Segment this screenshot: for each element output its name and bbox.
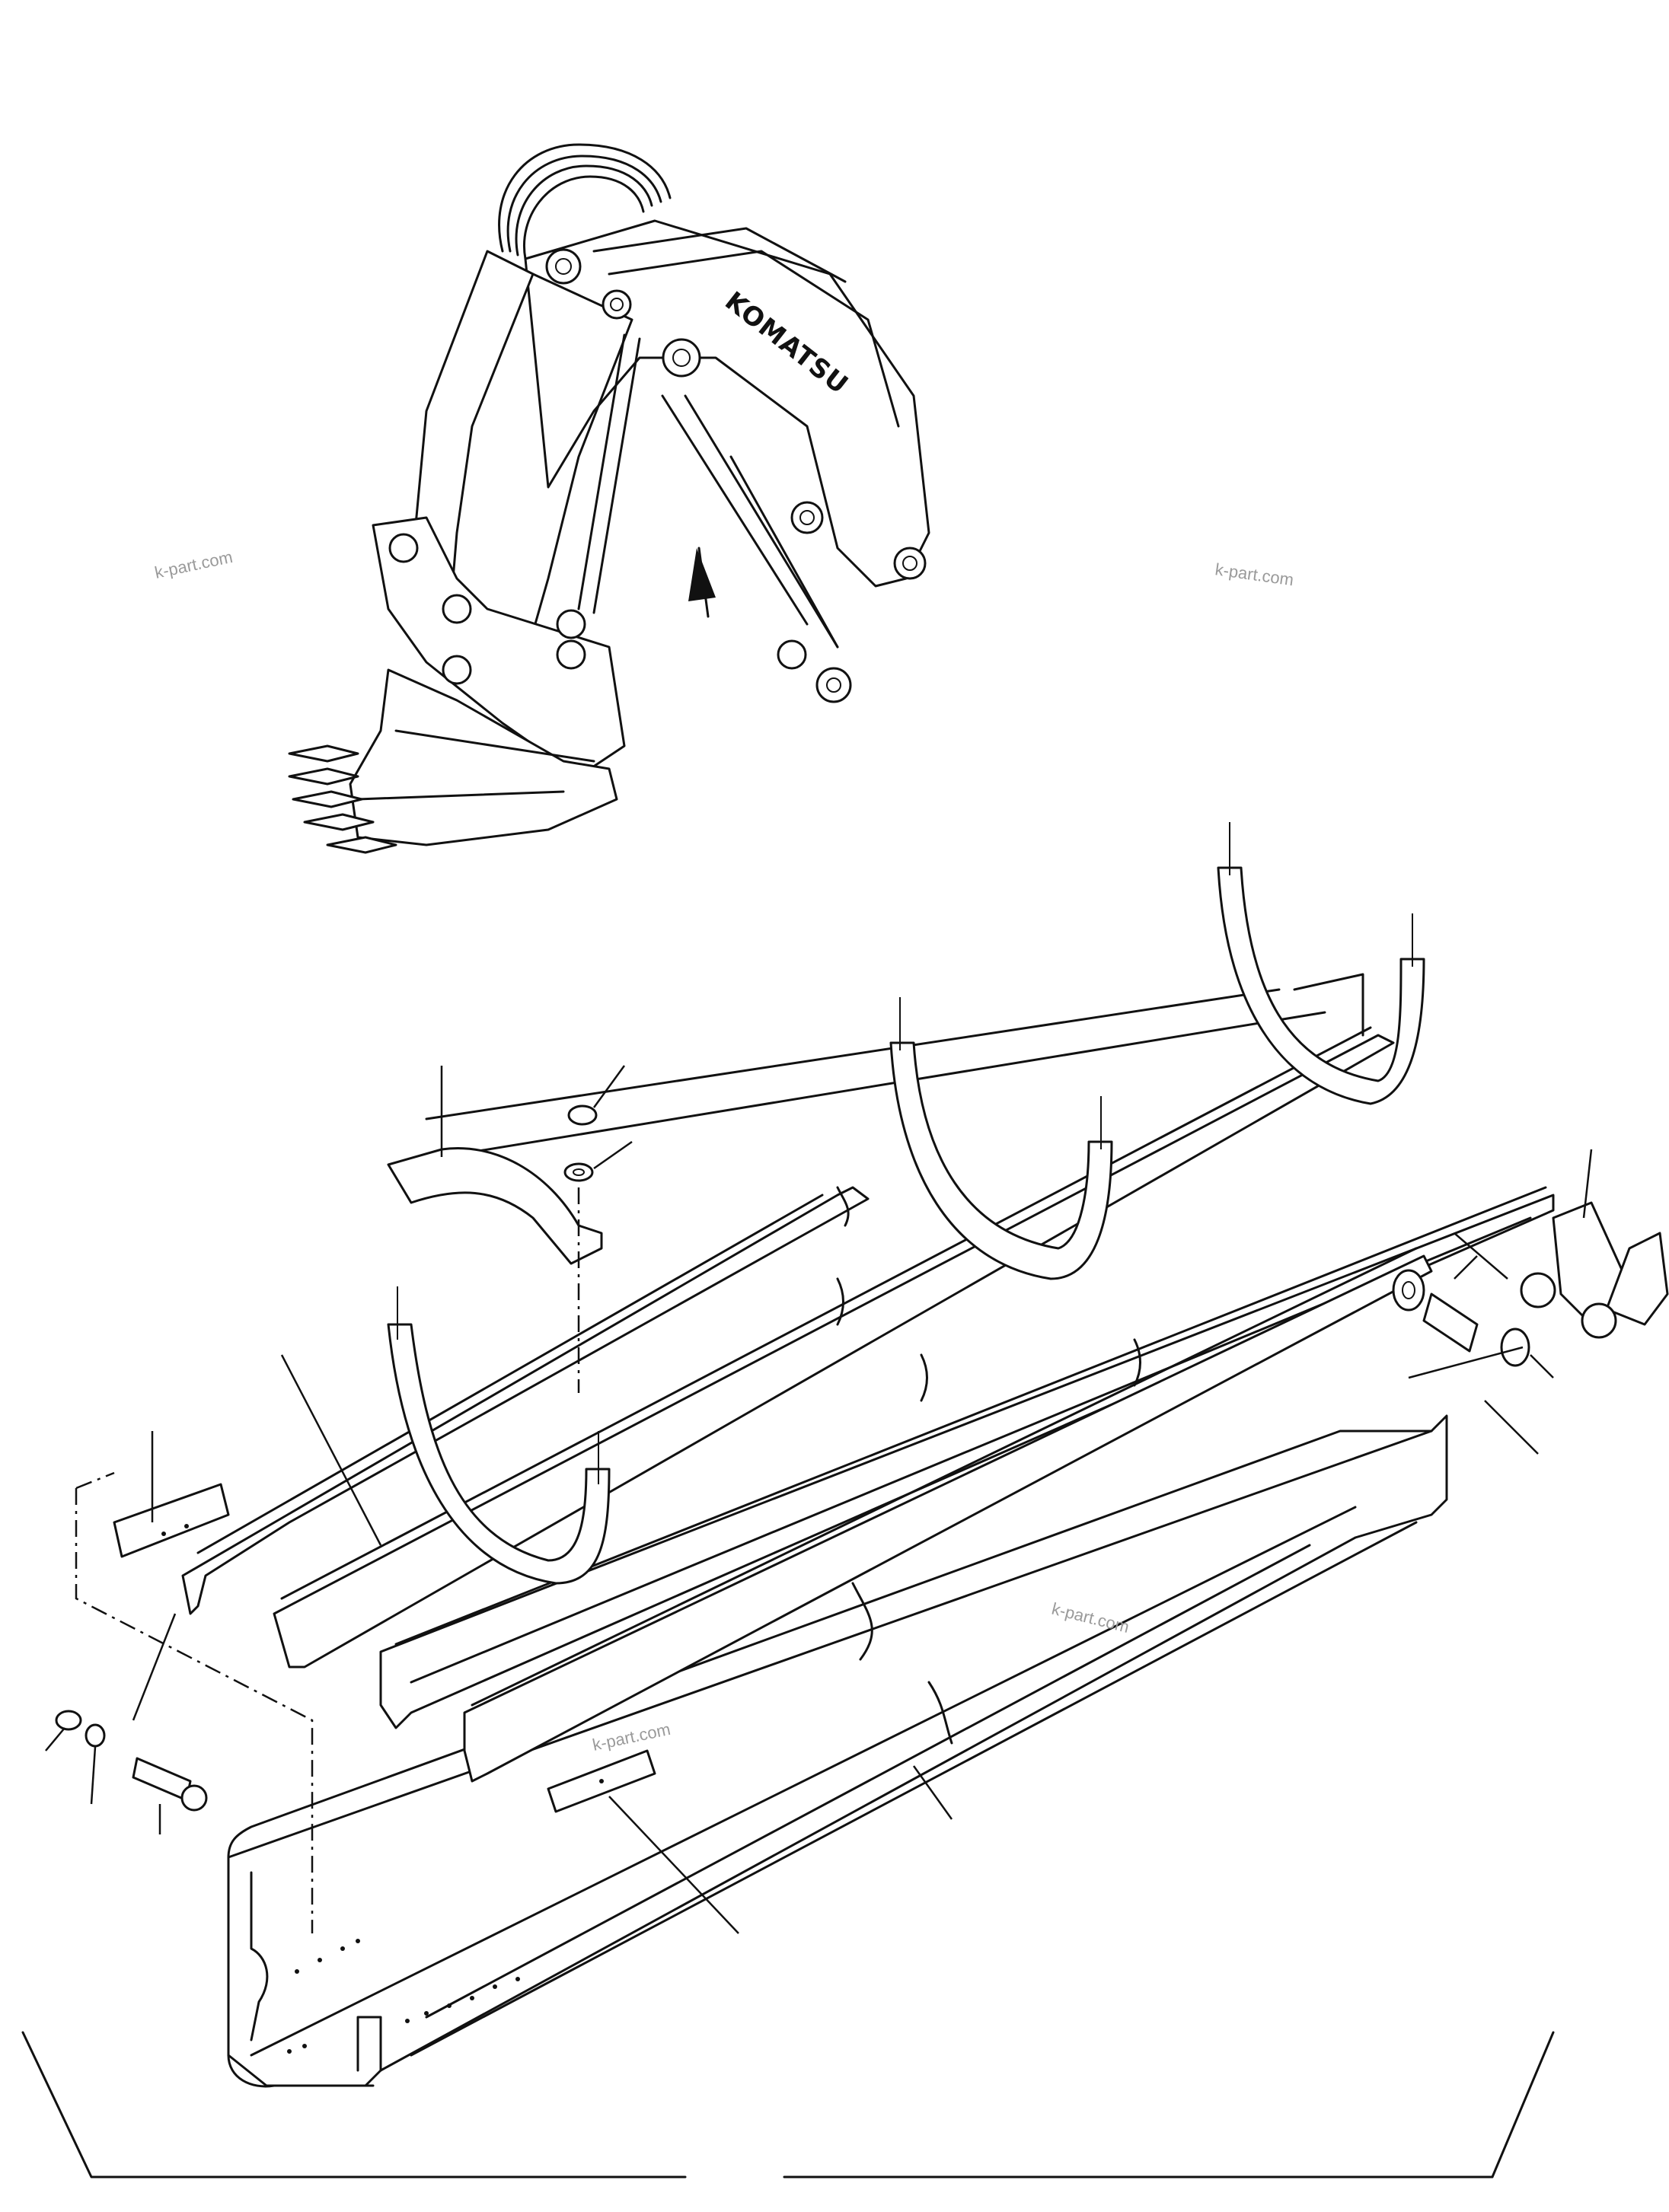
saddle-bracket <box>387 1147 603 1265</box>
spacer-block <box>113 1483 230 1558</box>
watermark-1: k-part.com <box>153 547 235 582</box>
rails <box>181 973 1555 1783</box>
hex-nut <box>567 1104 598 1126</box>
frame-outline <box>21 2031 1555 2179</box>
u-clamps <box>387 822 1425 1585</box>
excavator-arm-overview: KOMATSU <box>153 143 1295 854</box>
washer <box>563 1162 594 1182</box>
main-tray <box>227 1414 1448 2088</box>
bucket-teeth <box>288 744 397 854</box>
pin-and-link <box>1392 1201 1669 1379</box>
leader-lines <box>45 1065 1593 1934</box>
exploded-assembly: k-part.com k-part.com <box>45 822 1669 2088</box>
fasteners <box>55 1710 208 1812</box>
watermark-2: k-part.com <box>1214 559 1294 589</box>
